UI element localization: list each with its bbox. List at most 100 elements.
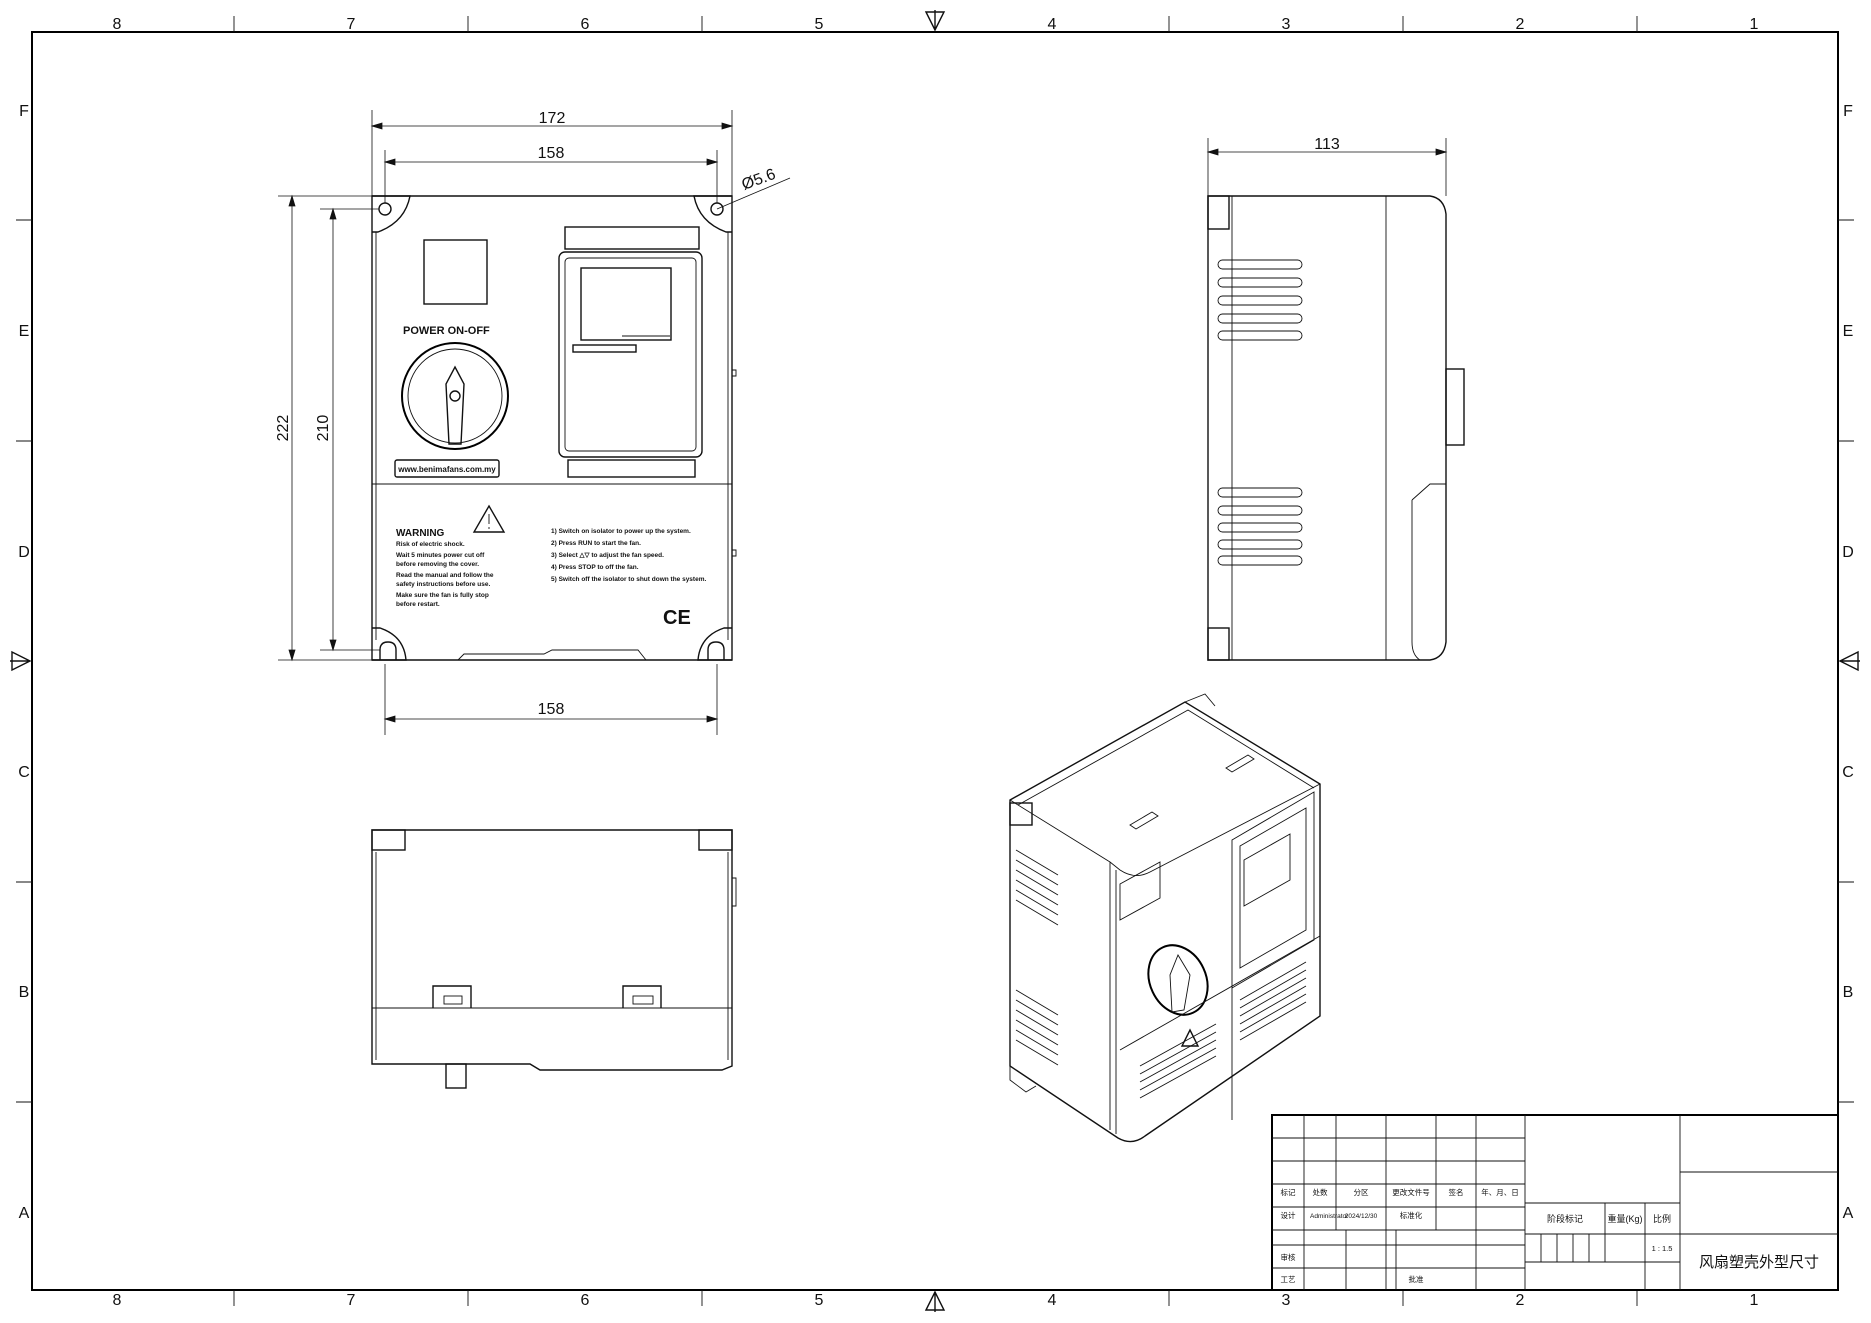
zone-col-top: 8 [113,16,122,33]
dim-depth: 113 [1314,136,1340,153]
mount-slot-bl [379,641,397,660]
bottom-lug-left [371,829,406,851]
zone-col-bottom: 2 [1516,1292,1525,1309]
mount-slot-br [707,641,725,660]
iso-lug-tl [1009,802,1033,826]
isometric-view [1009,693,1321,1143]
corner-lug-bl [372,627,407,661]
tb-header-mark: 标记 [1281,1187,1297,1197]
zone-row-left: D [18,544,30,561]
iso-body-outline [1009,701,1321,1143]
zone-col-bottom: 8 [113,1292,122,1309]
instruction-line: 2) Press RUN to start the fan. [551,540,641,547]
display-window [580,267,672,341]
keypad-frame [558,251,703,458]
center-mark-top [924,10,946,32]
zone-col-bottom: 6 [581,1292,590,1309]
side-lug-bottom [1207,627,1230,661]
zone-row-right: A [1843,1205,1854,1222]
side-view: 113 [1206,136,1465,661]
keypad-bottom-label-plate [567,459,696,478]
front-enclosure-outline [371,195,733,661]
tb-stage-label: 阶段标记 [1547,1213,1583,1224]
tb-design-label: 设计 [1281,1210,1297,1220]
website-plate [394,459,500,478]
ce-mark: CE [663,607,691,629]
zone-col-top: 6 [581,16,590,33]
side-lug-top [1207,195,1230,230]
power-switch-dial [401,342,509,450]
warning-item: Risk of electric shock. [396,541,465,548]
side-enclosure-outline [1207,195,1447,661]
corner-lug-tr [693,195,732,233]
warning-title: WARNING [396,528,445,539]
zone-col-bottom: 3 [1282,1292,1291,1309]
iso-display [1243,833,1291,907]
iso-power-switch [1147,944,1209,1016]
dim-hole-spacing-bottom: 158 [538,701,565,718]
keypad-top-label-plate [564,226,700,250]
zone-col-top: 7 [347,16,356,33]
side-vent-slots-lower [1217,487,1303,566]
zone-row-left: E [19,323,30,340]
zone-col-top: 1 [1750,16,1759,33]
center-mark-right [1838,650,1860,672]
front-dimensions: 172 158 Ø5.6 222 210 158 [275,110,791,735]
warning-item: Wait 5 minutes power cut off [396,552,485,559]
instruction-line: 5) Switch off the isolator to shut down … [551,576,706,583]
tb-approve-label: 批准 [1409,1274,1425,1284]
zone-row-left: C [18,764,30,781]
tb-header-date: 年、月、日 [1481,1187,1519,1197]
warning-item: Make sure the fan is fully stop [396,592,489,599]
iso-vent-slots [1015,849,1059,1066]
tb-scale-label: 比例 [1653,1213,1671,1224]
indicator-window [423,239,488,305]
dim-overall-width: 172 [539,110,566,127]
side-dimensions: 113 [1206,136,1448,196]
corner-lug-br [697,627,732,661]
zone-col-top: 2 [1516,16,1525,33]
warning-item: Read the manual and follow the [396,572,494,579]
zone-col-bottom: 1 [1750,1292,1759,1309]
zone-row-left: A [19,1205,30,1222]
tb-header-signature: 签名 [1449,1187,1464,1197]
iso-keypad [1231,791,1315,989]
center-mark-left [10,650,32,672]
bottom-clips [432,985,662,1008]
instruction-line: 3) Select △▽ to adjust the fan speed. [551,552,664,559]
bottom-view [371,829,737,1089]
zone-row-left: B [19,984,30,1001]
side-vent-slots-upper [1217,259,1303,341]
dim-hole-diameter: Ø5.6 [740,166,779,194]
bottom-lug-right [698,829,733,851]
corner-lug-tl [372,195,411,233]
tb-scale-value: 1 : 1.5 [1652,1244,1673,1253]
zone-row-right: F [1843,103,1853,120]
dim-hole-spacing-vertical: 210 [315,415,332,442]
zone-col-top: 5 [815,16,824,33]
iso-warning-triangle-icon [1180,1028,1200,1047]
zone-row-right: D [1842,544,1854,561]
tb-process-label: 工艺 [1281,1275,1296,1284]
bottom-edge-relief [457,649,647,661]
power-switch-handle [445,365,465,445]
tb-header-count: 处数 [1313,1187,1329,1197]
tb-designer: Administrator [1310,1213,1349,1220]
warning-triangle-icon [472,504,506,533]
zone-row-right: E [1843,323,1854,340]
zone-row-right: C [1842,764,1854,781]
warning-item: before restart. [396,601,440,608]
mount-hole-tl [378,202,392,216]
dim-hole-spacing-top: 158 [538,145,565,162]
tb-review-label: 审核 [1281,1252,1297,1262]
instruction-line: 1) Switch on isolator to power up the sy… [551,528,691,535]
power-switch-label: POWER ON-OFF [403,325,490,337]
zone-row-left: F [19,103,29,120]
front-view: POWER ON-OFF www.benimafans.com.my WARNI… [275,110,791,735]
zone-col-bottom: 5 [815,1292,824,1309]
instruction-line: 4) Press STOP to off the fan. [551,564,639,571]
sheet-frame [10,10,1860,1312]
website-text: www.benimafans.com.my [397,465,496,474]
bottom-tab [445,1063,467,1089]
